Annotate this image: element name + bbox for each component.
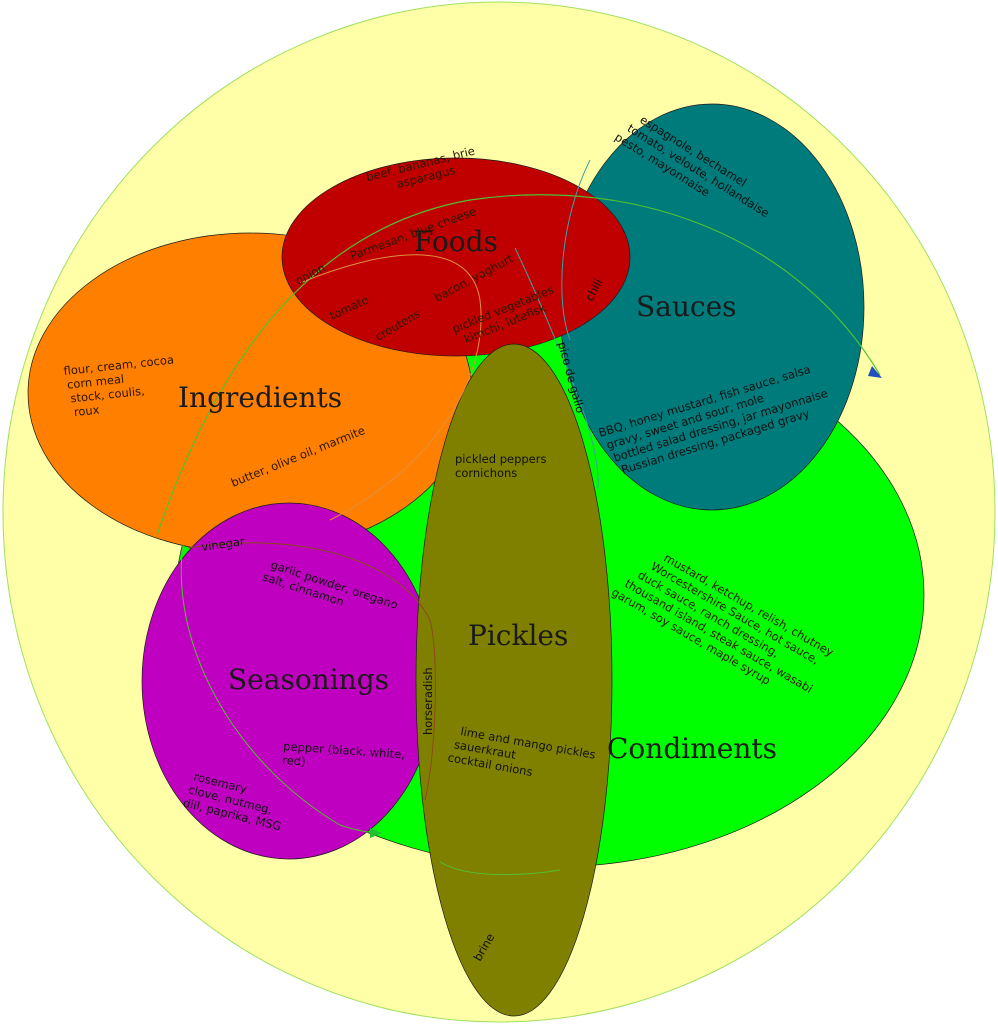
seasonings-item-label: red) [282,753,306,769]
arrow-head-icon [370,828,382,838]
connector-line [561,159,591,341]
sauces-title: Sauces [636,290,737,323]
connector-line [299,254,482,521]
connector-line [514,247,599,489]
condiments-title: Condiments [607,732,777,765]
pickles-item-label: cornichons [455,466,517,480]
foods-title: Foods [414,225,498,258]
connector-line [187,542,436,801]
pickles-title: Pickles [468,619,568,652]
pickles-item-label: pickled peppers [455,452,546,466]
connector-line [156,194,881,536]
ingredients-item-label: roux [73,403,100,420]
pickles-item-label: horseradish [421,667,435,735]
seasonings-title: Seasonings [228,663,389,696]
foods-region [281,157,631,357]
connector-line [180,544,381,834]
pickles-region [415,343,613,1017]
connector-line [439,861,561,876]
ingredients-title: Ingredients [178,381,342,414]
arrow-head-icon [868,366,882,378]
ingredients-item-label: corn meal [66,372,125,392]
seasonings-item-label: vinegar [200,534,245,554]
